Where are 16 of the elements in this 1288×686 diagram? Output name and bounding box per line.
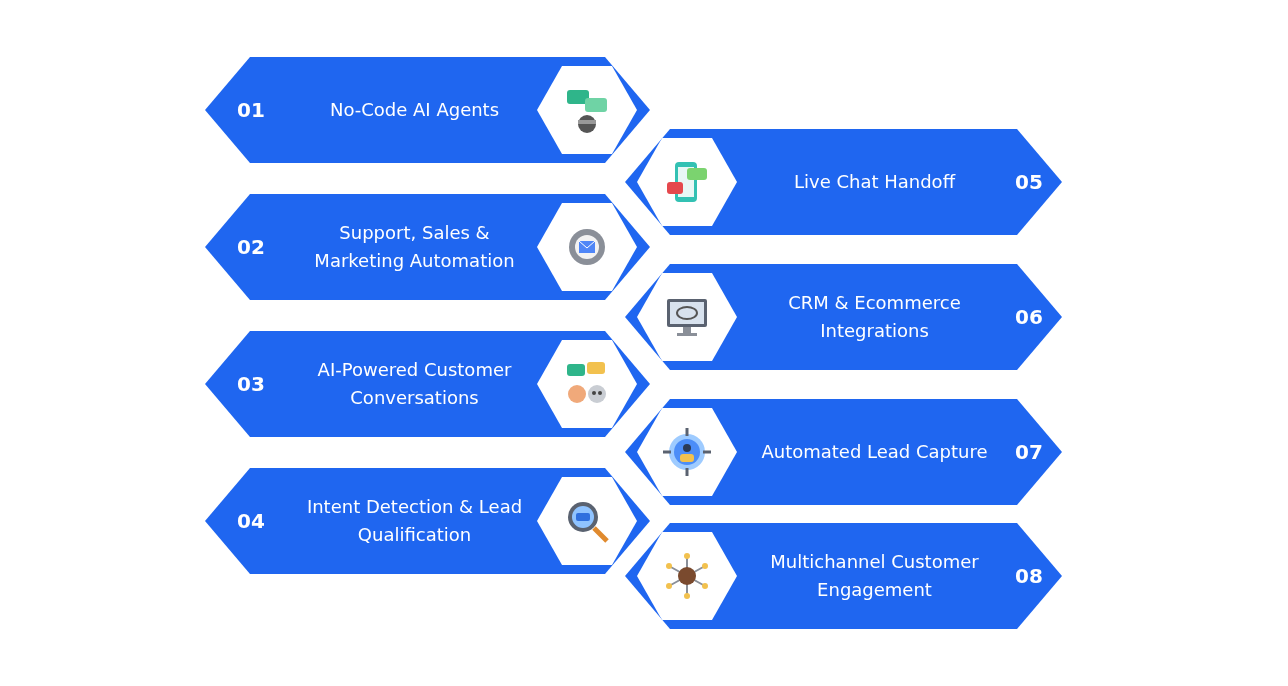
- step-title: AI-Powered Customer Conversations: [316, 358, 513, 410]
- step-title: Multichannel Customer Engagement: [769, 550, 980, 602]
- step-number: 08: [1015, 564, 1043, 588]
- step-title: Live Chat Handoff: [792, 170, 957, 194]
- step-title: Support, Sales & Marketing Automation: [313, 221, 516, 273]
- step-number: 01: [237, 98, 265, 122]
- step-number: 05: [1015, 170, 1043, 194]
- step-number: 02: [237, 235, 265, 259]
- step-number: 06: [1015, 305, 1043, 329]
- step-title: Automated Lead Capture: [760, 440, 989, 464]
- step-title: No-Code AI Agents: [328, 98, 501, 122]
- step-number: 07: [1015, 440, 1043, 464]
- step-number: 03: [237, 372, 265, 396]
- step-number: 04: [237, 509, 265, 533]
- step-title: Intent Detection & Lead Qualification: [305, 495, 524, 547]
- step-title: CRM & Ecommerce Integrations: [787, 291, 962, 343]
